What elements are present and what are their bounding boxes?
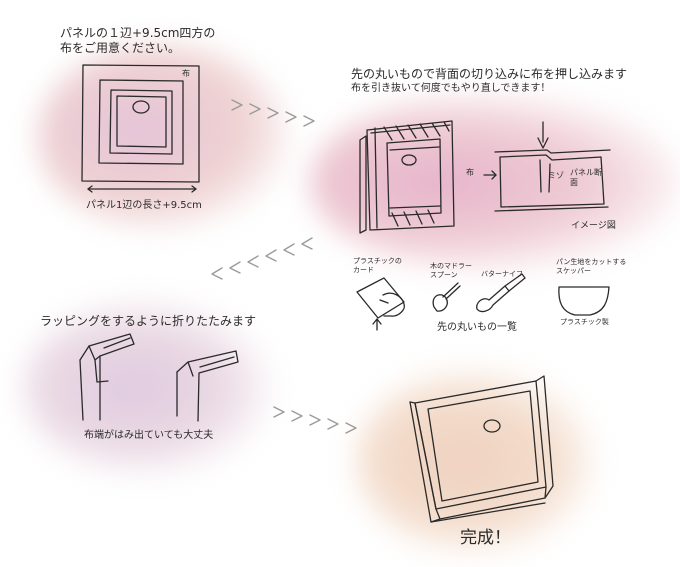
bg-blob-step4 bbox=[355, 368, 595, 554]
dimension-label: パネル1辺の長さ+9.5cm bbox=[86, 200, 202, 211]
step2-subtitle: 布を引き抜いて何度でもやり直しできます！ bbox=[351, 83, 551, 94]
panel-section-label: パネル断面 bbox=[570, 168, 602, 187]
cloth-square-drawing bbox=[81, 64, 200, 193]
plastic-card-drawing bbox=[356, 277, 405, 331]
folding-corner-left-drawing bbox=[79, 333, 135, 421]
step1-title-line2: 布をご用意ください。 bbox=[60, 41, 181, 55]
slit-label: ミゾ bbox=[548, 171, 564, 180]
cloth-label: 布 bbox=[182, 69, 190, 78]
arrow-chevrons-icon bbox=[273, 406, 357, 434]
bg-blob-step1 bbox=[38, 44, 288, 230]
done-label: 完成！ bbox=[460, 528, 511, 548]
cross-section-drawing bbox=[483, 121, 611, 212]
tool-butter-knife-label: バターナイフ bbox=[481, 270, 523, 278]
tool-wood-spoon-label: 木のマドラースプーン bbox=[430, 262, 472, 279]
tool-scraper-note: プラスチック製 bbox=[560, 318, 609, 326]
tool-plastic-card-label: プラスチックのカード bbox=[353, 257, 402, 274]
image-note: イメージ図 bbox=[571, 221, 616, 231]
butter-knife-drawing bbox=[476, 273, 526, 313]
panel-back-drawing bbox=[359, 120, 455, 234]
bg-blob-step3 bbox=[22, 300, 270, 475]
scraper-drawing bbox=[558, 286, 610, 316]
cross-section-cloth-label: 布 bbox=[466, 168, 474, 177]
step3-title: ラッピングをするように折りたたみます bbox=[40, 314, 257, 328]
step1-title-line1: パネルの１辺+9.5cm四方の bbox=[60, 26, 216, 40]
tools-caption: 先の丸いもの一覧 bbox=[437, 322, 517, 333]
finished-panel-drawing bbox=[409, 375, 554, 523]
arrow-chevrons-icon bbox=[231, 99, 315, 127]
step2-title: 先の丸いもので背面の切り込みに布を押し込みます bbox=[351, 67, 628, 81]
folding-corner-right-drawing bbox=[176, 350, 239, 422]
bg-blob-step2 bbox=[310, 92, 680, 272]
arrow-chevrons-icon bbox=[211, 237, 313, 280]
tool-scraper-label: パン生地をカットするスケッパー bbox=[556, 258, 627, 275]
wood-spoon-drawing bbox=[432, 282, 461, 312]
step3-note: 布端がはみ出ていても大丈夫 bbox=[84, 430, 214, 441]
